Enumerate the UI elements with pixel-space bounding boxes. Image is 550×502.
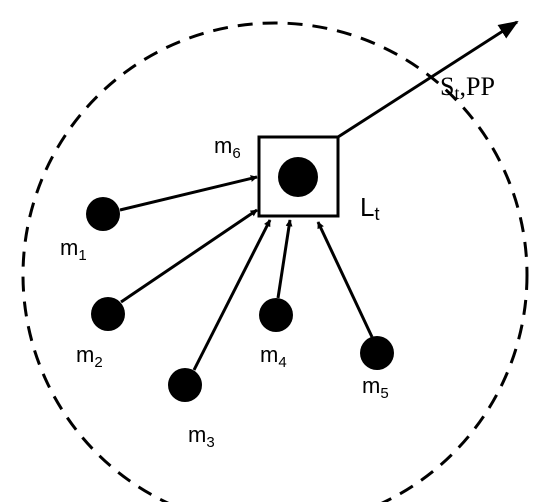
member-node-m5 (360, 336, 394, 370)
member-label-m3-index: 3 (206, 434, 214, 451)
arrow-m2-to-leader (120, 208, 258, 304)
member-node-m3 (168, 368, 202, 402)
member-label-m2: m2 (76, 342, 103, 371)
output-label-sub: t (454, 83, 459, 103)
member-label-m2-index: 2 (94, 354, 102, 371)
box-label-main: L (360, 192, 374, 222)
arrow-m3-to-leader (192, 219, 272, 371)
arrow-m5-to-leader (316, 221, 374, 338)
member-label-m5: m5 (362, 373, 389, 402)
leader-label-index: 6 (232, 145, 240, 162)
member-node-m1 (86, 197, 120, 231)
cluster-boundary (21, 21, 529, 502)
leader-label-main: m (214, 133, 232, 158)
member-label-m4-main: m (260, 342, 278, 367)
member-label-m5-main: m (362, 373, 380, 398)
member-label-m1-main: m (60, 235, 78, 260)
output-label-rest: ,PP (459, 72, 494, 101)
member-node-m2 (91, 297, 125, 331)
leader-node (278, 157, 318, 197)
member-label-m1: m1 (60, 235, 87, 264)
member-label-m3: m3 (188, 422, 215, 451)
member-label-m4: m4 (260, 342, 287, 371)
member-label-m2-main: m (76, 342, 94, 367)
leader-label: m6 (214, 133, 241, 162)
member-node-m4 (259, 298, 293, 332)
arrow-m1-to-leader (119, 175, 258, 212)
output-label: St,PP (440, 72, 495, 103)
box-label: Lt (360, 192, 379, 224)
arrow-m4-to-leader (276, 219, 293, 299)
member-label-m1-index: 1 (78, 247, 86, 264)
member-label-m4-index: 4 (278, 354, 286, 371)
member-label-m3-main: m (188, 422, 206, 447)
output-label-main: S (440, 72, 454, 101)
member-label-m5-index: 5 (380, 385, 388, 402)
arrow-leader-output (337, 20, 519, 139)
box-label-sub: t (374, 204, 379, 224)
